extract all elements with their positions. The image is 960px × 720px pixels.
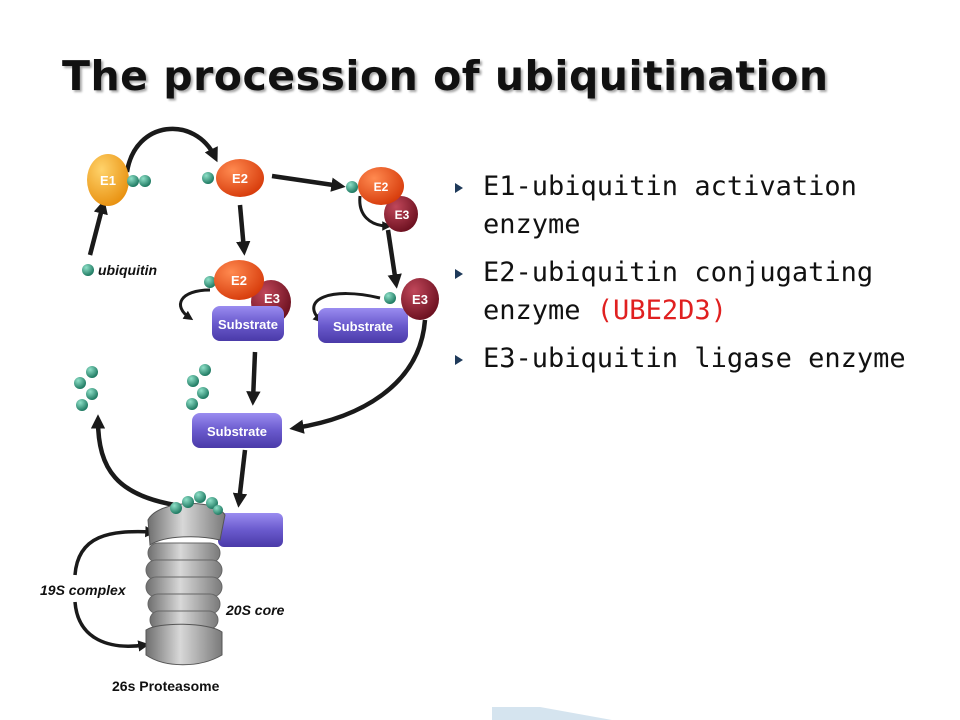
e3-right-label: E3: [412, 292, 428, 307]
free-ubiquitin: ubiquitin: [82, 262, 157, 278]
arrow-19s-top: [73, 526, 157, 576]
arrow-left-curl: [179, 288, 211, 321]
bullet-e3-text: E3-ubiquitin ligase enzyme: [483, 343, 906, 374]
core-20s-label: 20S core: [225, 602, 285, 618]
ubiquitin-chain-middle: [186, 364, 211, 410]
arrow-19s-bottom: [73, 601, 150, 652]
proteasome: 19S complex 20S core 26s Proteasome: [40, 491, 285, 694]
proteasome-top-cap: [147, 503, 226, 546]
arrow-sub-to-proteasome: [232, 449, 248, 508]
arrow-right-curl: [312, 292, 381, 323]
e2-right-label: E2: [374, 180, 389, 194]
enzyme-bullet-list: E1-ubiquitin activation enzyme E2-ubiqui…: [455, 168, 935, 388]
arrow-sub-down: [246, 351, 261, 406]
substrate-center: Substrate: [192, 413, 282, 448]
e3-small-label: E3: [395, 208, 410, 222]
bullet-arrow-icon: [455, 269, 463, 279]
e3-substrate-right: Substrate E3: [318, 278, 439, 343]
flow-arrows: [73, 126, 428, 652]
proteasome-bottom-cap: [145, 623, 223, 666]
slide-title: The procession of ubiquitination: [62, 52, 829, 100]
arrow-e2-curl: [358, 195, 392, 231]
e2-mid-label: E2: [231, 273, 247, 288]
proteasome-26s-label: 26s Proteasome: [112, 678, 220, 694]
arrow-e2e3-down: [385, 229, 402, 289]
ubiquitin-label: ubiquitin: [98, 262, 157, 278]
e2-e3-complex-top-right: E3 E2: [346, 167, 418, 232]
arrow-e2-to-e2e3: [271, 173, 346, 192]
bullet-e3: E3-ubiquitin ligase enzyme: [455, 340, 935, 378]
bullet-e1: E1-ubiquitin activation enzyme: [455, 168, 935, 244]
arrow-e2-down: [236, 204, 251, 256]
e1-label: E1: [100, 173, 116, 188]
bullet-e2-text: E2-ubiquitin conjugating enzyme: [483, 257, 874, 326]
e3-mid-label: E3: [264, 291, 280, 306]
e1-enzyme: E1: [87, 154, 151, 206]
substrate-left-label: Substrate: [218, 317, 278, 332]
proteasome-ubiquitin-chain: [170, 491, 223, 515]
arrow-e1-to-e2: [124, 126, 218, 173]
bullet-e2-highlight: (UBE2D3): [596, 295, 727, 326]
bullet-arrow-icon: [455, 355, 463, 365]
e2-enzyme-top: E2: [202, 159, 264, 197]
bullet-arrow-icon: [455, 183, 463, 193]
ubiquitin-chain-left: [74, 366, 98, 411]
bullet-e1-text: E1-ubiquitin activation enzyme: [483, 171, 857, 240]
e2-top-label: E2: [232, 171, 248, 186]
arrow-right-to-sub: [289, 319, 428, 434]
e2-e3-substrate-left: E3 E2 Substrate: [204, 260, 291, 341]
proteasome-core: [145, 542, 223, 630]
substrate-center-label: Substrate: [207, 424, 267, 439]
substrate-right-label: Substrate: [333, 319, 393, 334]
bullet-e2: E2-ubiquitin conjugating enzyme (UBE2D3): [455, 254, 935, 330]
complex-19s-label: 19S complex: [40, 582, 127, 598]
arrow-ubiquitin-to-e1: [87, 199, 108, 256]
arrow-proteasome-up: [90, 414, 176, 508]
